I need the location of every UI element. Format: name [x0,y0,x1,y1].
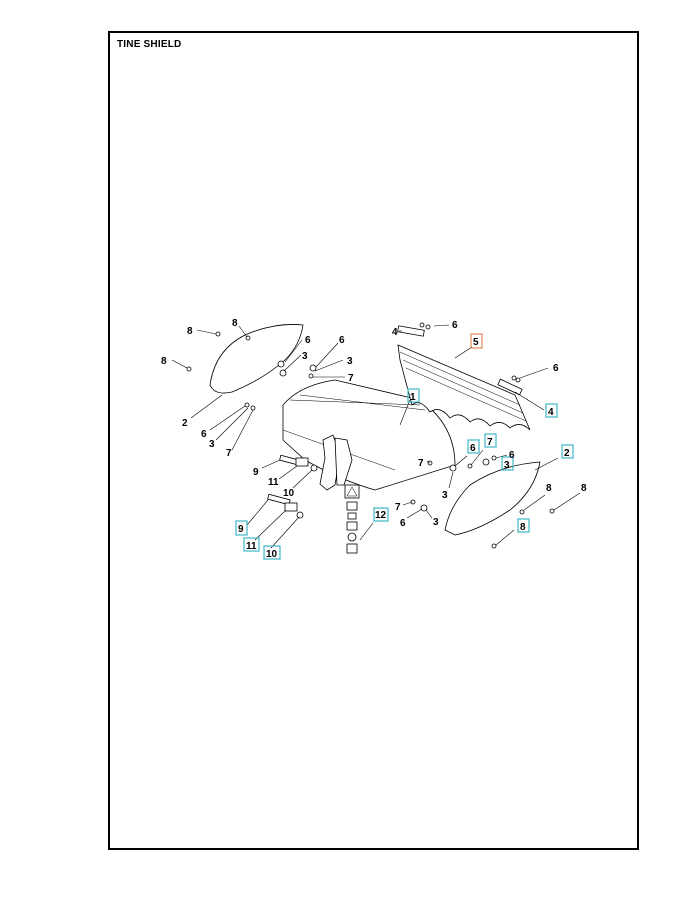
top-bar [397,325,425,337]
washer-10a [310,464,318,472]
callout-6: 6 [339,335,345,346]
callout-7: 7 [487,437,493,448]
callout-2: 2 [564,448,570,459]
callout-8: 8 [581,483,587,494]
callout-11: 11 [246,541,257,552]
callout-8: 8 [232,318,238,329]
callout-8: 8 [520,522,526,533]
pin-9b [267,493,291,506]
left-side-plate [209,324,304,394]
callout-1: 1 [410,392,416,403]
callout-6: 6 [452,320,458,331]
callout-8: 8 [161,356,167,367]
callout-6: 6 [470,443,476,454]
callout-11: 11 [268,477,279,488]
callout-6: 6 [201,429,207,440]
mount-bracket-arm [334,437,353,486]
callout-6: 6 [305,335,311,346]
bushing-11a [295,457,309,467]
callout-3: 3 [347,356,353,367]
highlight-box-5 [470,333,483,349]
callout-3: 3 [504,460,510,471]
callout-7: 7 [226,448,232,459]
callout-8: 8 [546,483,552,494]
callout-3: 3 [433,517,439,528]
callout-7: 7 [418,458,424,469]
callout-6: 6 [509,450,515,461]
washer-10b [296,511,304,519]
highlight-boxes [235,388,574,560]
callout-9: 9 [238,524,244,535]
callout-10: 10 [266,549,278,560]
callout-4: 4 [392,327,398,338]
callout-4: 4 [548,407,554,418]
decal-set-12 [344,484,360,554]
right-side-plate [444,461,541,536]
side-bar [497,378,523,396]
callout-3: 3 [209,439,215,450]
callout-3: 3 [442,490,448,501]
callout-7: 7 [395,502,401,513]
callout-6: 6 [400,518,406,529]
callout-7: 7 [348,373,354,384]
serrated-blade [397,344,531,431]
bushing-11b [284,502,298,512]
callout-12: 12 [375,510,387,521]
page-frame [108,31,639,850]
callout-3: 3 [302,351,308,362]
leader-lines [171,324,581,549]
callout-6: 6 [553,363,559,374]
callout-10: 10 [283,488,295,499]
callout-9: 9 [253,467,259,478]
callout-2: 2 [182,418,188,429]
mount-bracket [319,434,341,491]
page-title: TINE SHIELD [117,39,182,50]
callout-8: 8 [187,326,193,337]
callout-5: 5 [473,337,479,348]
